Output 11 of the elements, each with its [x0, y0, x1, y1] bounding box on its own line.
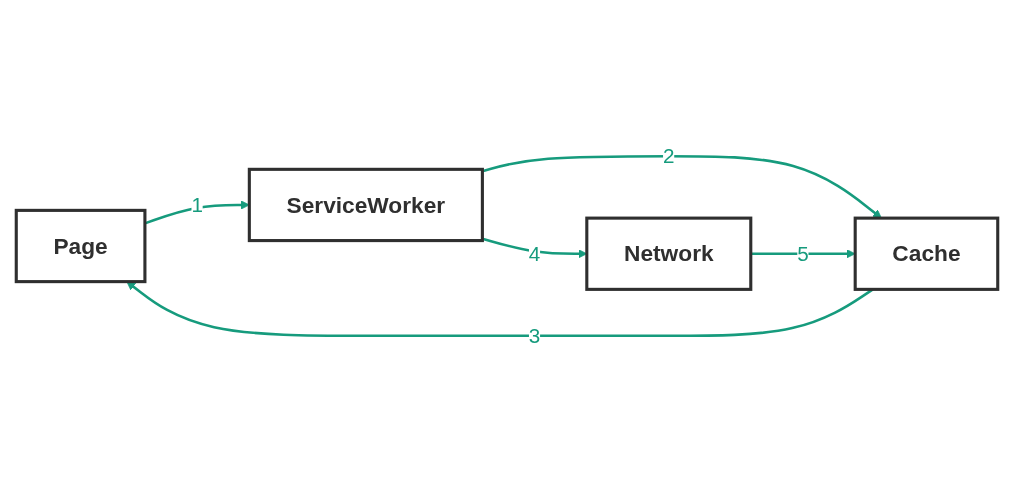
edge-label: 1: [191, 193, 203, 217]
arrow: [126, 281, 874, 338]
node-box: Page: [14, 208, 147, 284]
node-box: ServiceWorker: [247, 167, 484, 243]
edge-label: 2: [663, 144, 675, 168]
node-box: Cache: [853, 216, 1000, 291]
edge-label: 3: [528, 324, 541, 348]
edge-label: 4: [528, 242, 541, 266]
arrow: [482, 154, 882, 219]
node-box: Network: [585, 216, 753, 291]
edge-label: 5: [797, 242, 809, 266]
